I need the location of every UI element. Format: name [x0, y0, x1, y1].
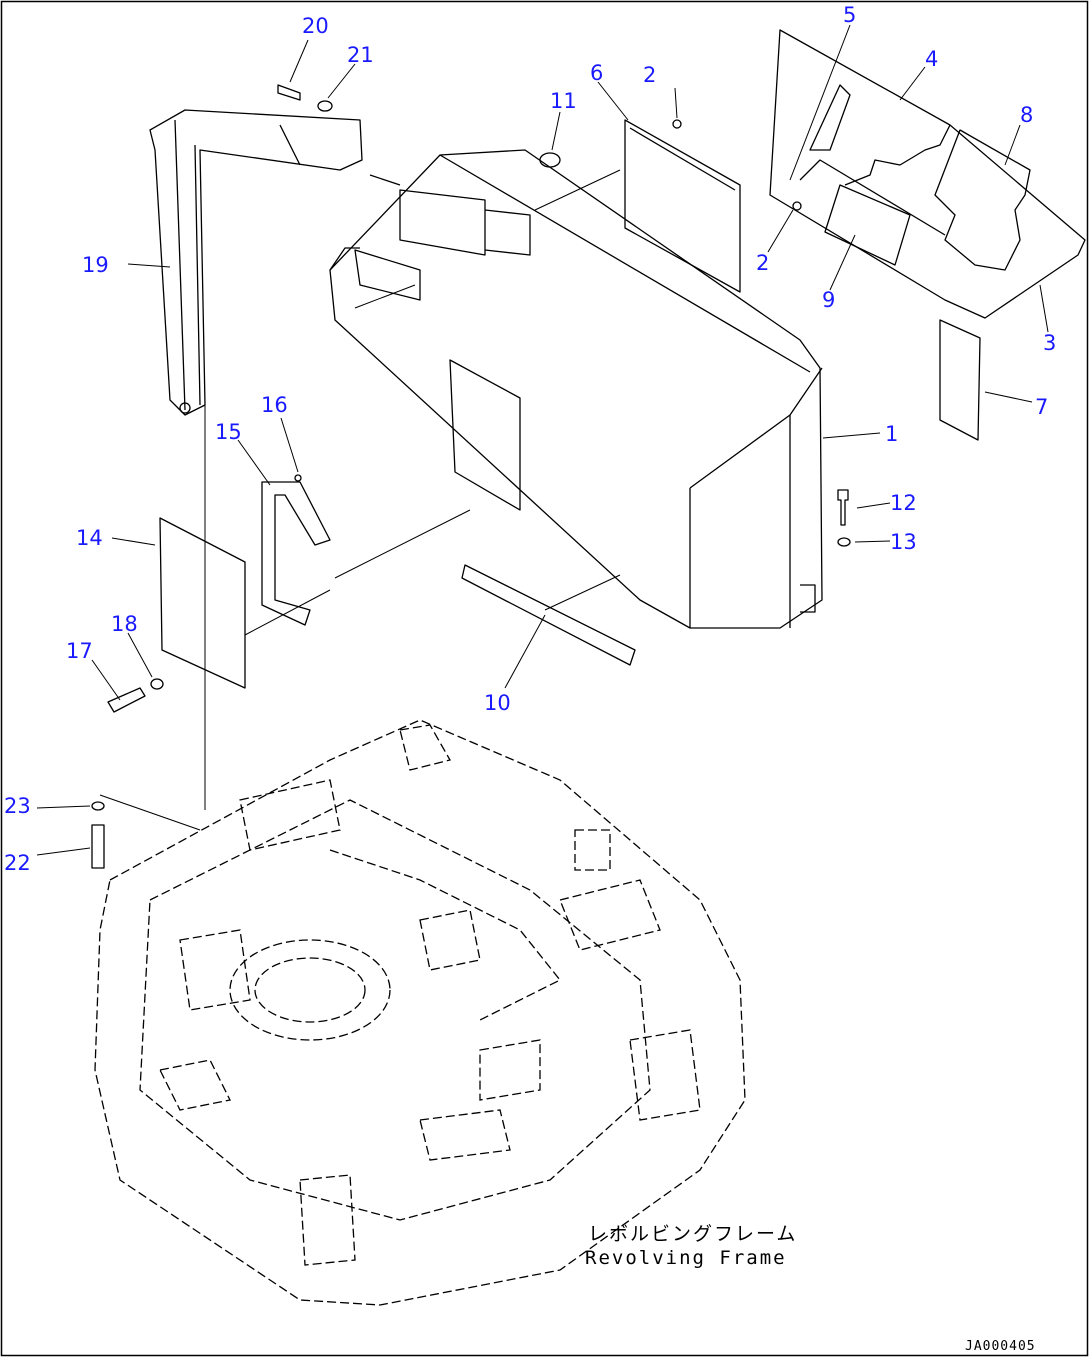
bolt-22: [91, 824, 105, 869]
callout-14: 14: [76, 526, 103, 550]
callout-16: 16: [261, 393, 288, 417]
bracket-19: [149, 109, 363, 416]
callout-1: 1: [885, 422, 898, 446]
callout-2b: 2: [756, 251, 769, 275]
nut-2b: [792, 201, 802, 211]
drawing-code: JA000405: [965, 1339, 1036, 1354]
callout-4: 4: [925, 47, 938, 71]
callout-10: 10: [484, 691, 511, 715]
nut-16: [294, 474, 302, 482]
bolt-12: [837, 489, 849, 526]
callout-23: 23: [4, 794, 31, 818]
panel-6: [624, 119, 741, 293]
seal-15: [261, 481, 331, 626]
callout-12: 12: [890, 491, 917, 515]
washer-13: [837, 537, 851, 547]
washer-18: [150, 678, 164, 690]
leader-lines: [36, 24, 1049, 856]
plate-9: [824, 184, 911, 266]
callout-5: 5: [843, 3, 856, 27]
revolving-frame: [94, 719, 746, 1306]
callout-6: 6: [590, 61, 603, 85]
callout-22: 22: [4, 851, 31, 875]
grommet-11: [539, 152, 561, 168]
cover-box-part: [329, 149, 823, 629]
bolt-20: [277, 84, 301, 101]
top-panel-3: [769, 29, 1086, 319]
callout-21: 21: [347, 43, 374, 67]
callout-17: 17: [66, 639, 93, 663]
callout-7: 7: [1035, 395, 1048, 419]
callout-9: 9: [822, 288, 835, 312]
panel-14: [159, 517, 246, 689]
caption-japanese: レボルビングフレーム: [588, 1223, 797, 1245]
callout-18: 18: [111, 612, 138, 636]
callout-13: 13: [890, 530, 917, 554]
nut-2a: [672, 119, 682, 129]
callout-3: 3: [1043, 331, 1056, 355]
callout-11: 11: [550, 89, 577, 113]
bolt-17: [107, 687, 146, 713]
plate-8: [934, 129, 1031, 271]
callout-2a: 2: [643, 63, 656, 87]
washer-23: [91, 801, 105, 811]
callout-8: 8: [1020, 103, 1033, 127]
callout-20: 20: [302, 14, 329, 38]
strip-10: [461, 564, 636, 666]
washer-21: [317, 100, 333, 112]
callout-15: 15: [215, 420, 242, 444]
plate-7: [939, 319, 981, 441]
callout-19: 19: [82, 253, 109, 277]
caption-english: Revolving Frame: [585, 1247, 787, 1269]
